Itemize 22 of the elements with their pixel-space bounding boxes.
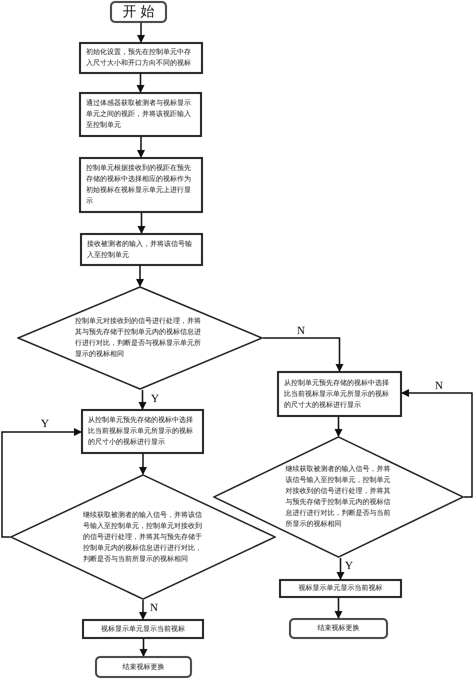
arrow [263, 337, 344, 372]
edge-label: N [434, 381, 444, 392]
arrow [334, 598, 342, 619]
arrow [1, 428, 82, 538]
edge-label: N [296, 326, 306, 337]
arrow [139, 600, 147, 620]
arrow [336, 558, 344, 580]
edge-label: Y [40, 419, 50, 430]
arrow [334, 417, 342, 437]
terminal-box: 开 始 [110, 1, 167, 23]
arrow [139, 454, 147, 475]
arrow [138, 390, 146, 410]
arrow [136, 266, 144, 287]
arrow [136, 74, 144, 93]
edge-label: N [149, 603, 159, 614]
arrow [137, 137, 145, 158]
edge-label: Y [150, 394, 160, 405]
arrow [401, 389, 473, 498]
arrow [138, 213, 146, 234]
edge-label: Y [344, 561, 354, 572]
arrow [137, 23, 145, 43]
arrow [140, 639, 148, 657]
